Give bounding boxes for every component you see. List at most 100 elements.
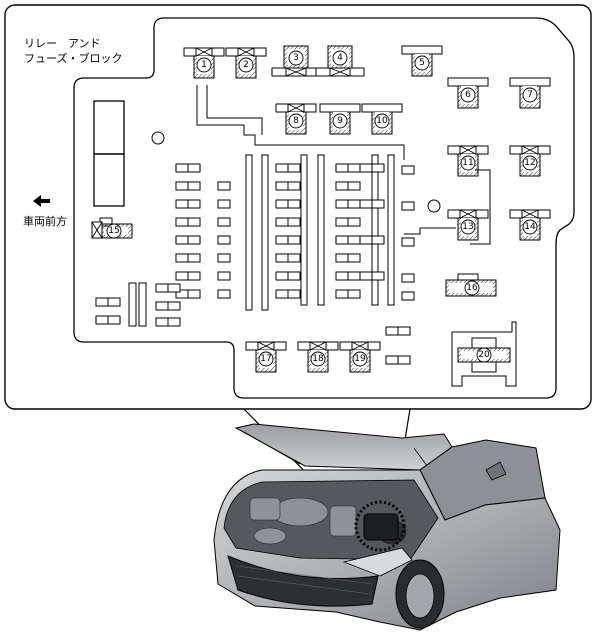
fuse bbox=[347, 235, 361, 245]
fuse bbox=[167, 317, 181, 327]
relay-label: 19 bbox=[354, 354, 366, 364]
fuse bbox=[155, 301, 169, 311]
relay-7: 7 bbox=[509, 77, 551, 109]
fuse bbox=[347, 217, 361, 227]
fuse bbox=[275, 271, 289, 281]
relay-label: 12 bbox=[524, 158, 535, 168]
relay-number-circle bbox=[414, 55, 430, 71]
fuse bbox=[275, 253, 289, 263]
fuse bbox=[401, 291, 415, 301]
fuse bbox=[287, 181, 301, 191]
relay-17: 17 bbox=[245, 341, 287, 373]
relay-label: 17 bbox=[260, 354, 271, 364]
fuse bbox=[359, 235, 373, 245]
relay-number-circle bbox=[460, 155, 476, 171]
fuse bbox=[371, 163, 385, 173]
fuse bbox=[95, 297, 109, 307]
relay-number-circle bbox=[288, 113, 304, 129]
fuse bbox=[155, 317, 169, 327]
car-illustration bbox=[213, 423, 561, 631]
relay-18: 18 bbox=[297, 341, 339, 373]
relay-15: 15 bbox=[91, 221, 133, 239]
fuse bbox=[187, 235, 201, 245]
fuse bbox=[401, 201, 415, 211]
mount-hole-right bbox=[427, 199, 441, 213]
fuse bbox=[359, 163, 373, 173]
bus-bars bbox=[128, 154, 395, 327]
direction-label: 車両前方 bbox=[23, 214, 67, 228]
relay-13: 13 bbox=[447, 209, 489, 241]
fuse bbox=[335, 163, 349, 173]
relay-label: 6 bbox=[465, 90, 471, 100]
fuse bbox=[107, 315, 121, 325]
fuse bbox=[287, 199, 301, 209]
fuse bbox=[371, 271, 385, 281]
relay-11: 11 bbox=[447, 145, 489, 177]
fuse bbox=[187, 217, 201, 227]
relay-10: 10 bbox=[361, 103, 403, 135]
arrow-left-icon bbox=[33, 195, 50, 207]
fuse bbox=[347, 163, 361, 173]
fuse bbox=[275, 217, 289, 227]
fuse bbox=[217, 253, 231, 263]
fuse bbox=[175, 163, 189, 173]
fuse bbox=[401, 237, 415, 247]
location-highlight-circle bbox=[354, 500, 406, 552]
fuse-grid bbox=[95, 163, 415, 327]
relay-label: 7 bbox=[527, 90, 533, 100]
relay-number-circle bbox=[310, 351, 326, 367]
relay-number-circle bbox=[288, 50, 304, 66]
relay-number-circle bbox=[522, 155, 538, 171]
fuse bbox=[287, 289, 301, 299]
fuse bbox=[359, 199, 373, 209]
fuse bbox=[335, 253, 349, 263]
fuse bbox=[359, 271, 373, 281]
fuse bbox=[175, 199, 189, 209]
car-headlight bbox=[342, 547, 413, 577]
fuse bbox=[347, 289, 361, 299]
fuse bbox=[335, 235, 349, 245]
fuse bbox=[401, 165, 415, 175]
fuse bbox=[275, 181, 289, 191]
relay-number-circle bbox=[196, 57, 212, 73]
fuse bbox=[275, 235, 289, 245]
fuse bbox=[187, 181, 201, 191]
fuse bbox=[287, 253, 301, 263]
relay-12: 12 bbox=[509, 145, 551, 177]
relay-8: 8 bbox=[275, 103, 317, 135]
relay-4: 4 bbox=[315, 45, 365, 77]
fuse bbox=[347, 199, 361, 209]
fuse bbox=[175, 253, 189, 263]
relay-9: 9 bbox=[319, 103, 361, 135]
fuse bbox=[335, 289, 349, 299]
fuse bbox=[217, 271, 231, 281]
fuse bbox=[217, 235, 231, 245]
relay-label: 14 bbox=[524, 222, 536, 232]
fuse bbox=[187, 199, 201, 209]
relay-label: 4 bbox=[337, 53, 343, 63]
mount-hole-left bbox=[151, 131, 165, 145]
relay-wiring-top bbox=[196, 85, 405, 160]
relay-number-circle bbox=[258, 351, 274, 367]
relay-label: 11 bbox=[462, 158, 473, 168]
fuse bbox=[187, 253, 201, 263]
relay-label: 9 bbox=[337, 116, 343, 126]
fuse bbox=[217, 181, 231, 191]
relay-number-circle bbox=[106, 223, 122, 239]
fuse bbox=[275, 199, 289, 209]
relay-number-circle bbox=[522, 87, 538, 103]
fuse bbox=[187, 163, 201, 173]
relay-6: 6 bbox=[447, 77, 489, 109]
fuse bbox=[175, 181, 189, 191]
fuse bbox=[287, 217, 301, 227]
relay-label: 16 bbox=[466, 283, 478, 293]
fuse bbox=[275, 289, 289, 299]
relay-label: 8 bbox=[293, 116, 299, 126]
fuse bbox=[217, 217, 231, 227]
relay-label: 10 bbox=[376, 116, 388, 126]
fuse bbox=[347, 271, 361, 281]
relay-14: 14 bbox=[509, 209, 551, 241]
relay-label: 1 bbox=[201, 60, 207, 70]
relay-16: 16 bbox=[445, 273, 497, 297]
